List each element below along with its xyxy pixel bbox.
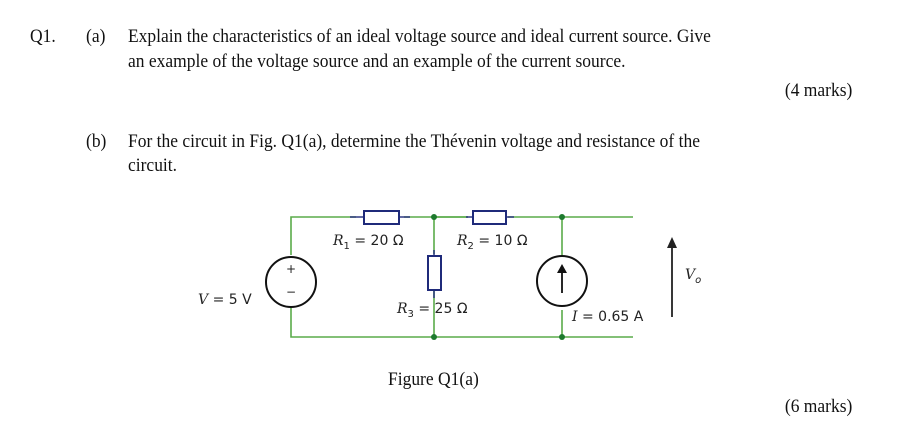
current-source-label: I = 0.65 A — [572, 309, 643, 325]
vo-label: Vo — [685, 267, 701, 286]
part-a-label: (a) — [86, 26, 106, 47]
r3-label: R3 = 25 Ω — [397, 301, 468, 320]
vo-subscript: o — [695, 274, 702, 286]
node-bottom-right — [559, 334, 565, 340]
part-b-label: (b) — [86, 131, 107, 152]
part-b-text-line2: circuit. — [128, 155, 178, 176]
node-bottom-mid — [431, 334, 437, 340]
figure-caption: Figure Q1(a) — [388, 369, 479, 390]
current-symbol: I — [572, 309, 578, 325]
voltage-value: = 5 V — [212, 292, 252, 308]
wire-bottom — [290, 300, 633, 338]
wire-top-left — [290, 216, 356, 255]
r1-value: = 20 Ω — [354, 233, 404, 249]
node-top-mid — [431, 214, 437, 220]
r1-label: R1 = 20 Ω — [333, 233, 404, 252]
r2-subscript: 2 — [467, 240, 474, 252]
r2-label: R2 = 10 Ω — [457, 233, 528, 252]
r2-symbol: R — [457, 233, 468, 249]
vo-arrow-head — [667, 237, 677, 248]
current-source-arrow-head — [557, 264, 567, 273]
r3-value: = 25 Ω — [418, 301, 468, 317]
voltage-source-minus-sign: − — [286, 285, 297, 299]
resistor-r2 — [472, 210, 507, 225]
node-top-right — [559, 214, 565, 220]
voltage-source-label: V = 5 V — [198, 292, 252, 308]
r3-subscript: 3 — [407, 308, 414, 320]
part-a-text-line2: an example of the voltage source and an … — [128, 51, 626, 72]
r2-value: = 10 Ω — [478, 233, 528, 249]
question-number: Q1. — [30, 26, 56, 47]
part-a-text-line1: Explain the characteristics of an ideal … — [128, 26, 711, 47]
voltage-source — [265, 256, 317, 308]
voltage-symbol: V — [198, 292, 209, 308]
r1-symbol: R — [333, 233, 344, 249]
resistor-r1 — [363, 210, 400, 225]
part-a-marks: (4 marks) — [784, 80, 852, 101]
part-b-marks: (6 marks) — [784, 396, 852, 417]
part-b-text-line1: For the circuit in Fig. Q1(a), determine… — [128, 131, 700, 152]
r1-subscript: 1 — [343, 240, 350, 252]
vo-symbol: V — [685, 267, 696, 283]
resistor-r3 — [427, 255, 442, 291]
current-value: = 0.65 A — [581, 309, 644, 325]
r3-symbol: R — [397, 301, 408, 317]
voltage-source-plus-sign: + — [286, 262, 297, 276]
